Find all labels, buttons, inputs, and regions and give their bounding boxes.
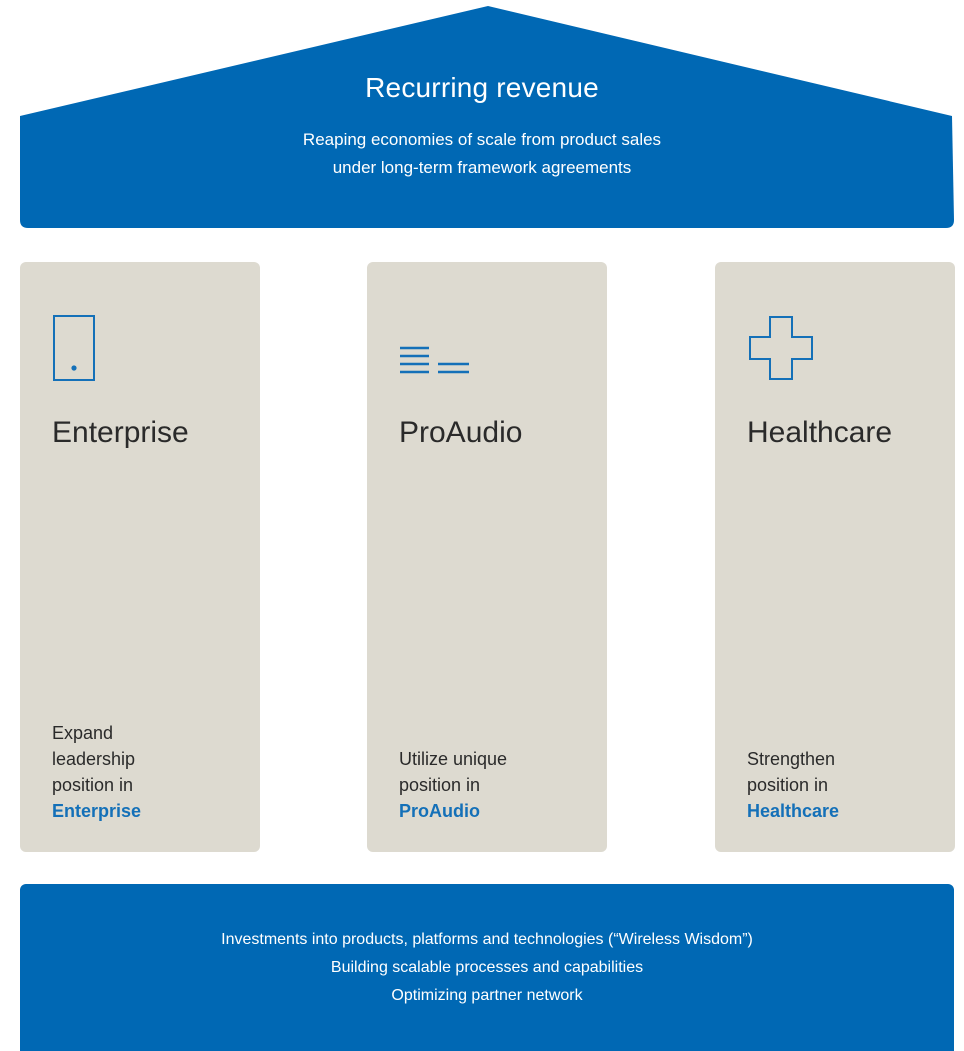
pillar-proaudio: ProAudio Utilize unique position in ProA… (367, 262, 607, 852)
pillar-desc-line: Expand (52, 723, 114, 743)
pillar-title: Healthcare (747, 416, 893, 449)
roof-subtitle: Reaping economies of scale from product … (0, 126, 964, 182)
foundation: Investments into products, platforms and… (20, 884, 954, 1051)
roof-shape (20, 6, 954, 228)
pillar-desc-line: position in (52, 775, 134, 795)
pillar-enterprise: Enterprise Expand leadership position in… (20, 262, 260, 852)
pillar-desc-line: position in (747, 775, 829, 795)
pillar-desc-line: Utilize unique (399, 749, 508, 769)
pillar-desc-highlight: Enterprise (52, 801, 142, 821)
pillar-title: ProAudio (399, 416, 523, 449)
pillar-title: Enterprise (52, 416, 189, 449)
pillar-description: Strengthen position in Healthcare (747, 746, 937, 824)
mobile-device-icon (52, 314, 98, 389)
pillar-desc-highlight: Healthcare (747, 801, 840, 821)
pillar-description: Expand leadership position in Enterprise (52, 720, 242, 824)
foundation-text: Investments into products, platforms and… (20, 926, 954, 1010)
roof-subtitle-line: under long-term framework agreements (332, 158, 632, 177)
foundation-line: Building scalable processes and capabili… (330, 959, 644, 976)
pillar-desc-line: Strengthen (747, 749, 836, 769)
audio-lines-icon (399, 314, 473, 389)
foundation-line: Investments into products, platforms and… (221, 931, 753, 948)
medical-cross-icon (747, 314, 817, 389)
pillar-healthcare: Healthcare Strengthen position in Health… (715, 262, 955, 852)
roof-subtitle-line: Reaping economies of scale from product … (302, 130, 662, 149)
pillar-desc-highlight: ProAudio (399, 801, 480, 821)
pillar-description: Utilize unique position in ProAudio (399, 746, 589, 824)
pillar-desc-line: leadership (52, 749, 136, 769)
pillar-desc-line: position in (399, 775, 481, 795)
foundation-line: Optimizing partner network (391, 987, 583, 1004)
roof-title: Recurring revenue (365, 72, 599, 103)
